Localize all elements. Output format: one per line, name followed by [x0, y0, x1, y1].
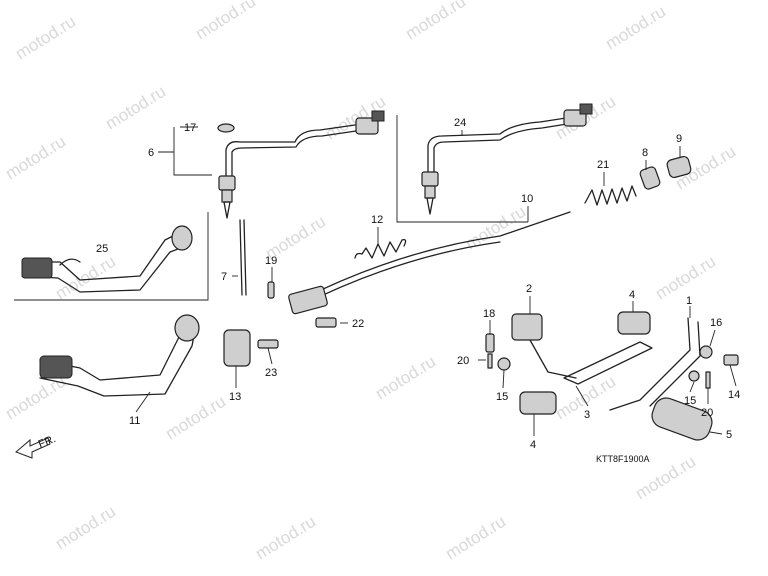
- bolt-14: [723, 354, 739, 366]
- watermark: motod.ru: [192, 0, 259, 43]
- washer-15b: [688, 370, 700, 382]
- callout-8: 8: [642, 147, 648, 159]
- joint-4b: [519, 391, 557, 415]
- callout-12: 12: [371, 214, 383, 226]
- joint-4a: [617, 311, 651, 335]
- watermark: motod.ru: [2, 372, 69, 424]
- callout-19: 19: [265, 255, 277, 267]
- washer-16: [699, 345, 713, 359]
- watermark: motod.ru: [402, 0, 469, 43]
- callout-18: 18: [483, 308, 495, 320]
- direction-label: FR.: [37, 433, 58, 451]
- callout-7: 7: [221, 271, 227, 283]
- callout-11: 11: [129, 415, 140, 427]
- rod-7: [239, 219, 243, 296]
- watermark: motod.ru: [2, 132, 69, 184]
- callout-5: 5: [726, 429, 732, 441]
- bracket-13: [223, 329, 251, 367]
- watermark: motod.ru: [12, 12, 79, 64]
- callout-23: 23: [265, 367, 277, 379]
- callout-20-right: 20: [701, 407, 713, 419]
- callout-6: 6: [148, 147, 154, 159]
- bolt-18: [485, 333, 495, 353]
- right-sensor-frame: [396, 115, 528, 223]
- callout-3: 3: [584, 409, 590, 421]
- watermark: motod.ru: [52, 502, 119, 554]
- callout-20-left: 20: [457, 355, 469, 367]
- watermark: motod.ru: [252, 512, 319, 564]
- rod-3: [563, 341, 653, 385]
- callout-15-right: 15: [684, 395, 696, 407]
- lever-1: [609, 317, 691, 411]
- cap-8: [639, 166, 661, 190]
- brake-pedal-11: [39, 314, 200, 397]
- callout-4-lower: 4: [530, 439, 536, 451]
- callout-9: 9: [676, 133, 682, 145]
- watermark: motod.ru: [102, 82, 169, 134]
- callout-17: 17: [184, 122, 196, 134]
- diagram-code: KTT8F1900A: [596, 454, 650, 464]
- pin-19: [267, 281, 275, 299]
- callout-1: 1: [686, 295, 692, 307]
- watermark: motod.ru: [162, 392, 229, 444]
- callout-2: 2: [526, 283, 532, 295]
- callout-22: 22: [352, 318, 364, 330]
- callout-16: 16: [710, 317, 722, 329]
- sensor-assembly-24: [421, 103, 593, 215]
- callout-labels: 17 6 24 9 8 21 10 12 25 7 19 22 2 4 1 18…: [96, 117, 740, 451]
- rod-10: [299, 211, 571, 301]
- brake-pedal-25: [21, 225, 193, 293]
- callout-14: 14: [728, 389, 740, 401]
- spring-21: [584, 185, 637, 206]
- pin-20a: [487, 353, 493, 369]
- nut-9: [666, 155, 692, 179]
- watermark: motod.ru: [602, 2, 669, 54]
- arm-2: [511, 313, 543, 341]
- bolt-22: [315, 317, 337, 328]
- pin-20b: [705, 371, 711, 389]
- callout-21: 21: [597, 159, 609, 171]
- leader-lines: [135, 126, 737, 436]
- callout-24: 24: [454, 117, 466, 129]
- arrow-left-icon: [15, 437, 51, 459]
- watermark-layer: motod.ru motod.ru motod.ru motod.ru moto…: [2, 0, 739, 563]
- left-section-frame: [14, 212, 209, 301]
- footpeg-rubber-5: [651, 397, 713, 441]
- callout-15-left: 15: [496, 391, 508, 403]
- rod-end: [288, 285, 328, 315]
- watermark: motod.ru: [462, 202, 529, 254]
- callout-4-upper: 4: [629, 289, 635, 301]
- spring-12: [354, 238, 407, 259]
- watermark: motod.ru: [442, 512, 509, 564]
- bolt-23: [257, 339, 279, 349]
- watermark: motod.ru: [372, 352, 439, 404]
- callout-13: 13: [229, 391, 241, 403]
- sensor-assembly-6: [217, 110, 385, 219]
- front-direction-indicator: FR.: [15, 433, 58, 459]
- washer-15a: [497, 357, 511, 371]
- callout-10: 10: [521, 193, 533, 205]
- callout-25: 25: [96, 243, 108, 255]
- clip-17: [217, 123, 235, 133]
